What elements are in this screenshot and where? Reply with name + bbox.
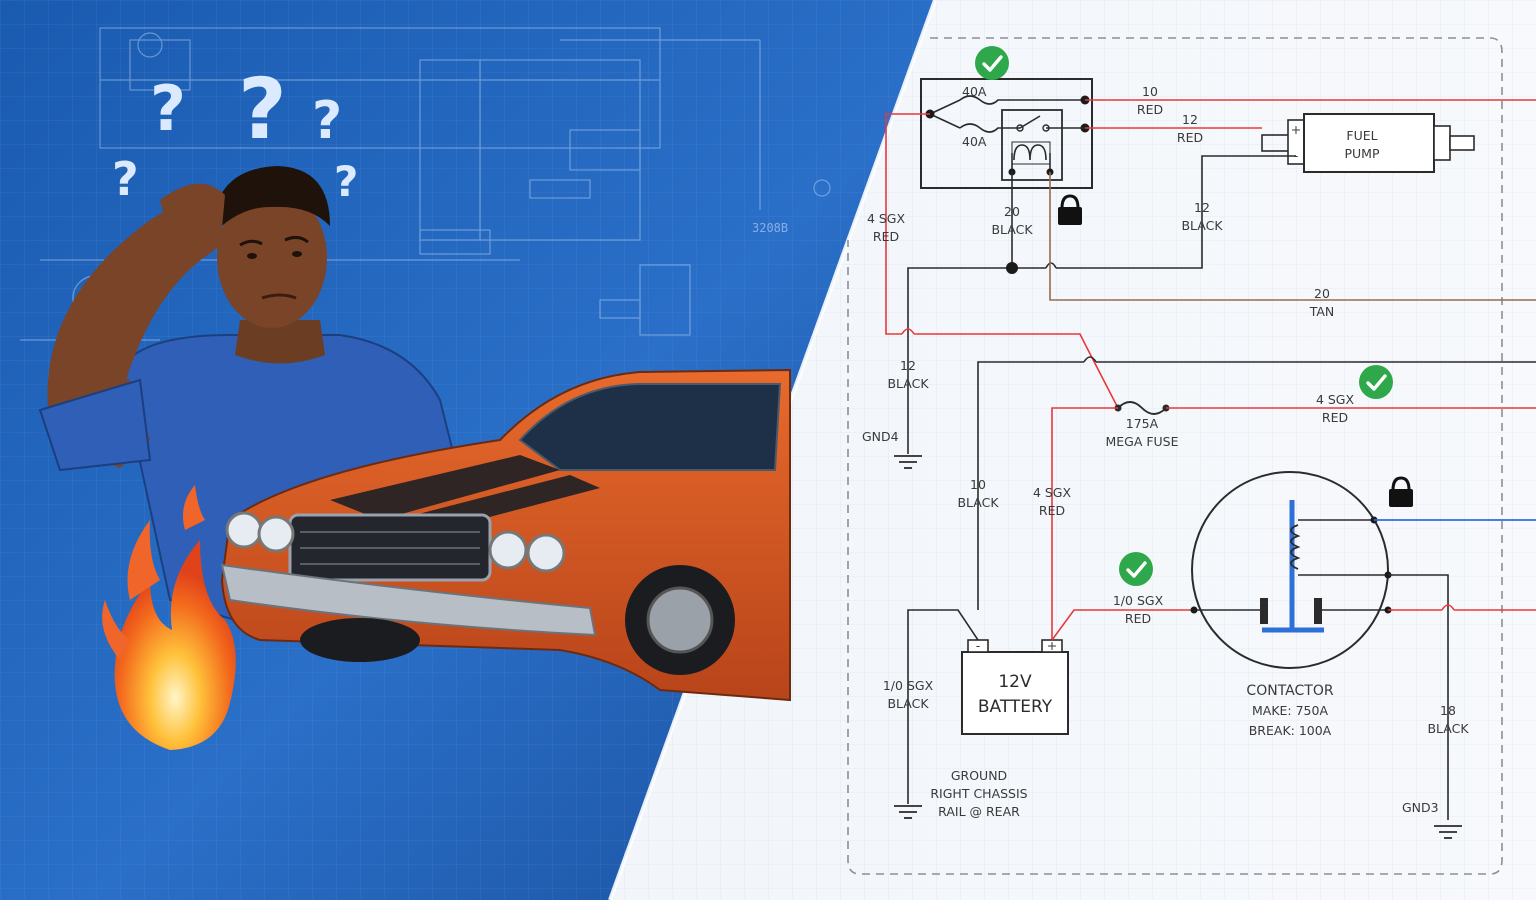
lock-icon bbox=[1389, 476, 1413, 507]
contactor-label: CONTACTOR bbox=[1246, 683, 1333, 699]
wire-1-0-sgx-red bbox=[1051, 609, 1194, 641]
wire-label: TAN bbox=[1309, 304, 1335, 319]
wire-label: BLACK bbox=[1427, 721, 1469, 736]
wire-label: BLACK bbox=[887, 376, 929, 391]
gnd4-label: GND4 bbox=[862, 429, 899, 444]
ground-symbol-gnd3 bbox=[1434, 825, 1462, 839]
gnd3-label: GND3 bbox=[1402, 800, 1439, 815]
wire-label: 18 bbox=[1440, 703, 1456, 718]
wire-label: 12 bbox=[1194, 200, 1210, 215]
wire-18-black bbox=[1388, 574, 1449, 820]
contactor-break: BREAK: 100A bbox=[1249, 723, 1332, 738]
ground-note: GROUND bbox=[951, 768, 1007, 783]
lock-icon bbox=[1058, 194, 1082, 225]
fire-icon bbox=[102, 485, 236, 750]
wire-label: 20 bbox=[1004, 204, 1020, 219]
check-icon bbox=[1119, 552, 1153, 586]
wire-label: RED bbox=[1125, 611, 1151, 626]
question-mark: ? bbox=[112, 152, 139, 206]
wire-1-0-sgx-black bbox=[907, 609, 979, 804]
wire-label: 4 SGX bbox=[1033, 485, 1072, 500]
relay-coil bbox=[1013, 144, 1047, 161]
wire-label: 1/0 SGX bbox=[1113, 593, 1164, 608]
blueprint-code: 3208B bbox=[752, 221, 788, 235]
battery-negative-terminal: - bbox=[976, 638, 981, 653]
wire-label: RED bbox=[1039, 503, 1065, 518]
wire-label: RED bbox=[1322, 410, 1348, 425]
question-mark: ? bbox=[312, 91, 342, 151]
svg-text:+: + bbox=[1291, 122, 1301, 137]
wire-label: 10 bbox=[1142, 84, 1158, 99]
wire-4sgx-red-feed bbox=[885, 113, 930, 335]
battery-positive-terminal: + bbox=[1047, 638, 1057, 653]
muscle-car-illustration bbox=[220, 368, 791, 702]
fuel-pump: + - FUEL PUMP bbox=[1261, 113, 1475, 173]
wire-label: 4 SGX bbox=[1316, 392, 1355, 407]
wire-label: 12 bbox=[1182, 112, 1198, 127]
wire-label: BLACK bbox=[1181, 218, 1223, 233]
ground-note: RIGHT CHASSIS bbox=[930, 786, 1027, 801]
wire-4sgx-red-battery bbox=[1051, 407, 1118, 640]
fuel-pump-label: FUEL bbox=[1346, 128, 1377, 143]
wire-label: BLACK bbox=[957, 495, 999, 510]
wire-label: 12 bbox=[900, 358, 916, 373]
wire-label: 10 bbox=[970, 477, 986, 492]
check-icon bbox=[1359, 365, 1393, 399]
question-mark: ? bbox=[238, 60, 287, 158]
mega-fuse: 175A MEGA FUSE bbox=[1105, 401, 1179, 449]
battery-12v: - + 12V BATTERY bbox=[961, 638, 1069, 735]
contactor: CONTACTOR MAKE: 750A BREAK: 100A bbox=[1190, 471, 1392, 738]
fuse-40a-bottom-label: 40A bbox=[962, 134, 987, 149]
ground-note: RAIL @ REAR bbox=[938, 804, 1020, 819]
check-icon bbox=[975, 46, 1009, 80]
fuel-pump-label: PUMP bbox=[1344, 146, 1379, 161]
relay-coil-box bbox=[1001, 109, 1063, 181]
schematic-frame bbox=[847, 37, 1503, 875]
question-mark: ? bbox=[334, 157, 358, 206]
wire-label: RED bbox=[1137, 102, 1163, 117]
wire-label: BLACK bbox=[991, 222, 1033, 237]
wire-label: BLACK bbox=[887, 696, 929, 711]
wire-label: RED bbox=[873, 229, 899, 244]
mega-fuse-label: MEGA FUSE bbox=[1105, 434, 1178, 449]
wire-label: 4 SGX bbox=[867, 211, 906, 226]
question-marks: ? ? ? ? ? bbox=[112, 60, 358, 206]
mega-fuse-rating: 175A bbox=[1126, 416, 1159, 431]
relay-module bbox=[920, 78, 1093, 189]
battery-label: BATTERY bbox=[978, 697, 1053, 717]
ground-symbol-chassis bbox=[894, 805, 922, 819]
contactor-make: MAKE: 750A bbox=[1252, 703, 1328, 718]
wire-10-black bbox=[977, 361, 1084, 610]
wire-label: 1/0 SGX bbox=[883, 678, 934, 693]
question-mark: ? bbox=[150, 72, 186, 145]
ground-symbol-gnd4 bbox=[894, 455, 922, 469]
wiring-schematic: 40A 40A 10 RED 12 RED + - FUEL PUMP 12 B… bbox=[847, 37, 1536, 875]
wire-12-black-pump bbox=[1056, 155, 1296, 269]
battery-voltage: 12V bbox=[998, 672, 1032, 692]
fuse-40a-top-label: 40A bbox=[962, 84, 987, 99]
wire-label: 20 bbox=[1314, 286, 1330, 301]
wire-20-tan bbox=[1049, 172, 1536, 301]
wire-label: RED bbox=[1177, 130, 1203, 145]
